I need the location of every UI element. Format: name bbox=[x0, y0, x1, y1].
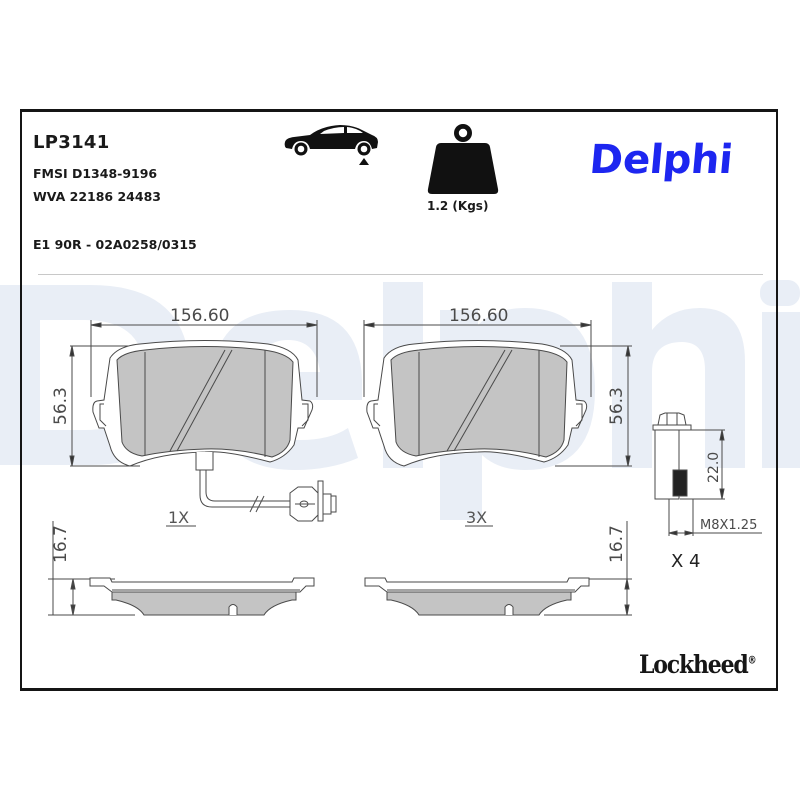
thickness-right-dim: 16.7 bbox=[607, 525, 627, 563]
lockheed-logo: Lockheed® bbox=[639, 650, 757, 680]
car-rear-axle-icon bbox=[284, 125, 378, 165]
caliper-bolt bbox=[652, 412, 762, 536]
pad-left-width-dim: 156.60 bbox=[170, 306, 229, 326]
thickness-left-dim: 16.7 bbox=[51, 525, 71, 563]
bolt-quantity: X 4 bbox=[671, 551, 701, 572]
pad-right-width-dim: 156.60 bbox=[449, 306, 508, 326]
weight-label: 1.2 (Kgs) bbox=[427, 199, 489, 213]
spec-sheet-frame bbox=[20, 109, 778, 691]
ece-approval: E1 90R - 02A0258/0315 bbox=[33, 237, 197, 252]
bolt-thread-dim: M8X1.25 bbox=[700, 518, 757, 533]
weight-icon bbox=[427, 124, 499, 194]
pad-left-quantity: 1X bbox=[168, 508, 189, 527]
bolt-length-dim: 22.0 bbox=[706, 452, 722, 483]
pad-left-height-dim: 56.3 bbox=[51, 387, 71, 425]
registered-mark: ® bbox=[747, 655, 757, 667]
pad-right-height-dim: 56.3 bbox=[607, 387, 627, 425]
product-code: LP3141 bbox=[33, 132, 110, 153]
header-divider bbox=[38, 274, 763, 275]
pad-right-side-view bbox=[364, 521, 632, 616]
pad-right-front-view bbox=[363, 320, 632, 467]
pad-right-quantity: 3X bbox=[466, 508, 487, 527]
pad-left-side-view bbox=[48, 521, 315, 616]
wva-number: WVA 22186 24483 bbox=[33, 189, 161, 204]
fmsi-number: FMSI D1348-9196 bbox=[33, 166, 158, 181]
pad-left-front-view bbox=[69, 320, 337, 522]
lockheed-logo-text: Lockheed bbox=[639, 650, 749, 680]
